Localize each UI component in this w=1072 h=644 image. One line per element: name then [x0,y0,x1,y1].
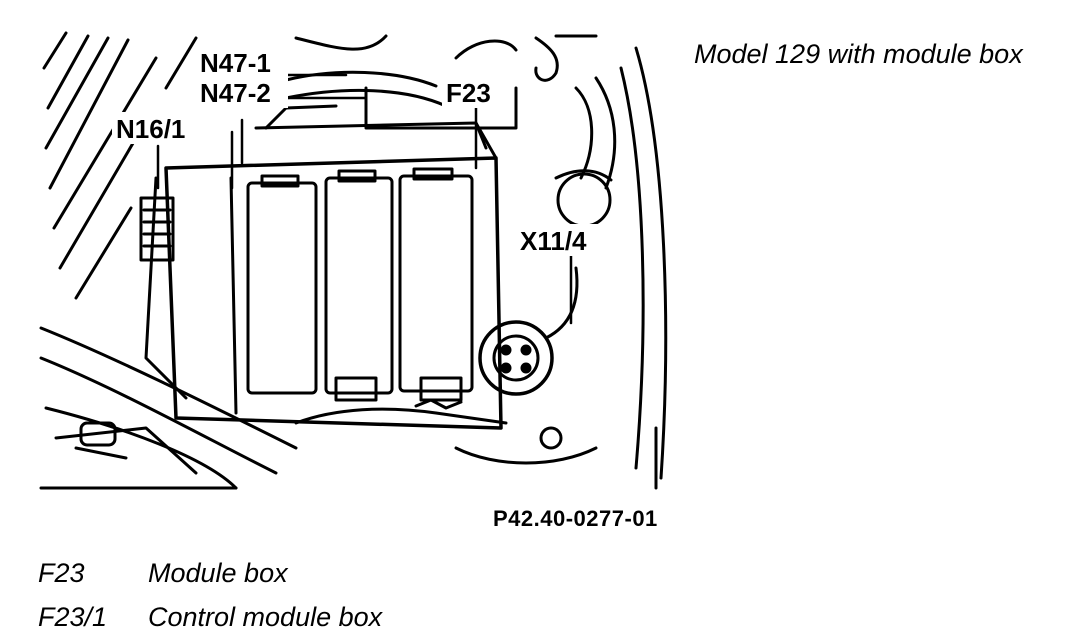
right-edges [619,46,668,490]
left-hatching [42,31,198,300]
figure-code: P42.40-0277-01 [493,506,658,531]
legend-description: Control module box [148,602,383,632]
legend-code: F23/1 [38,602,108,632]
callout-n47-2: N47-2 [200,78,271,108]
callout-n47-1: N47-1 [200,48,271,78]
top-hoses [284,34,617,190]
callout-n16-1: N16/1 [116,114,185,144]
relay-vents [139,196,175,262]
legend-description: Module box [148,558,288,588]
figure-caption: Model 129 with module box [694,39,1023,69]
callout-x11-4: X11/4 [520,226,587,256]
callout-f23: F23 [446,78,491,108]
callout-leaders [156,73,573,325]
legend-code: F23 [38,558,85,588]
module-box-diagram: N47-1 N47-2 N16/1 F23 X11/4 [39,31,668,490]
lower-harness [39,326,598,490]
module-box-body [144,104,503,430]
control-modules [246,167,474,402]
